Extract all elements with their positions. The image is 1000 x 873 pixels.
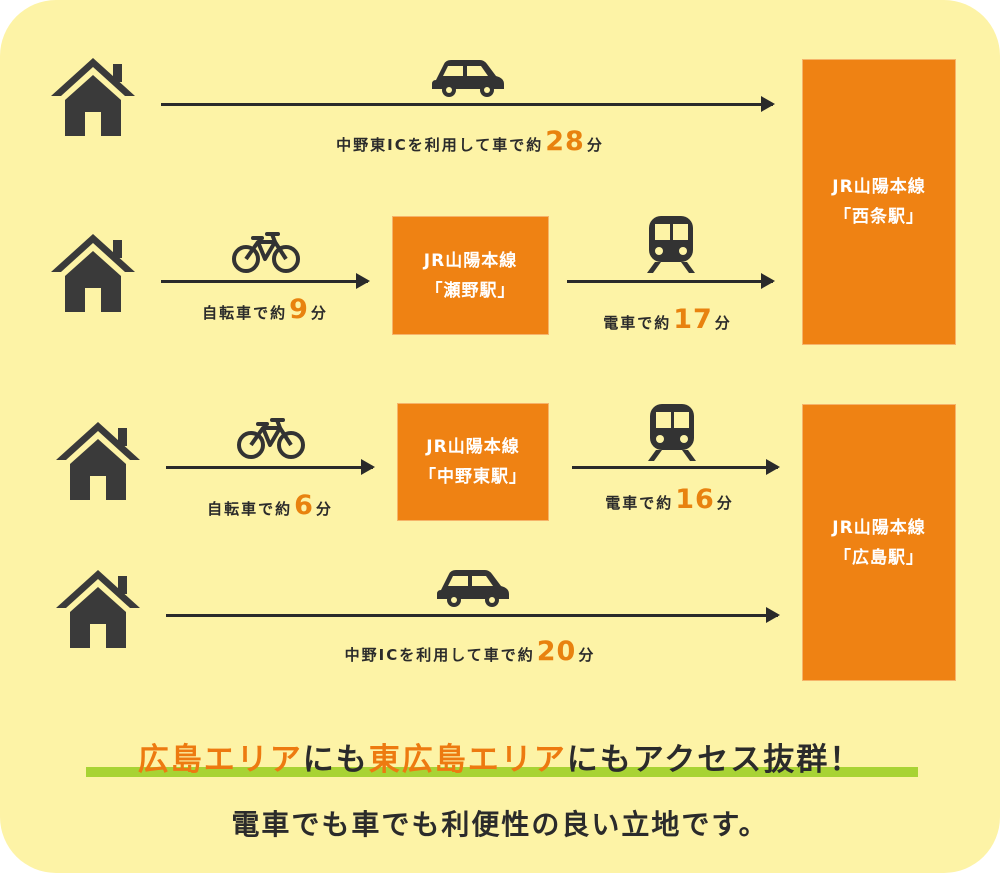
train-icon: [648, 404, 696, 461]
house-icon: [56, 570, 140, 648]
bicycle-icon: [232, 232, 300, 273]
route-arrow: [161, 273, 370, 289]
car-icon: [432, 60, 504, 97]
route-arrow: [166, 459, 375, 475]
headline-underline: [86, 767, 918, 777]
house-icon: [56, 422, 140, 500]
house-icon: [51, 58, 135, 136]
train-icon: [647, 216, 695, 273]
route-arrow: [572, 459, 780, 475]
bicycle-icon: [237, 418, 305, 459]
station-saijo: JR山陽本線「西条駅」: [803, 60, 955, 344]
station-hiroshima: JR山陽本線「広島駅」: [803, 405, 955, 680]
route-arrow: [161, 96, 775, 112]
route-arrow: [166, 607, 780, 623]
car-icon: [437, 570, 509, 607]
subline: 電車でも車でも利便性の良い立地です。: [231, 808, 769, 841]
headline: 広島エリアにも東広島エリアにもアクセス抜群！: [137, 742, 863, 778]
house-icon: [51, 234, 135, 312]
station-seno: JR山陽本線「瀬野駅」: [393, 217, 548, 334]
route-arrow: [567, 273, 775, 289]
station-nakano-higashi: JR山陽本線「中野東駅」: [398, 404, 548, 520]
